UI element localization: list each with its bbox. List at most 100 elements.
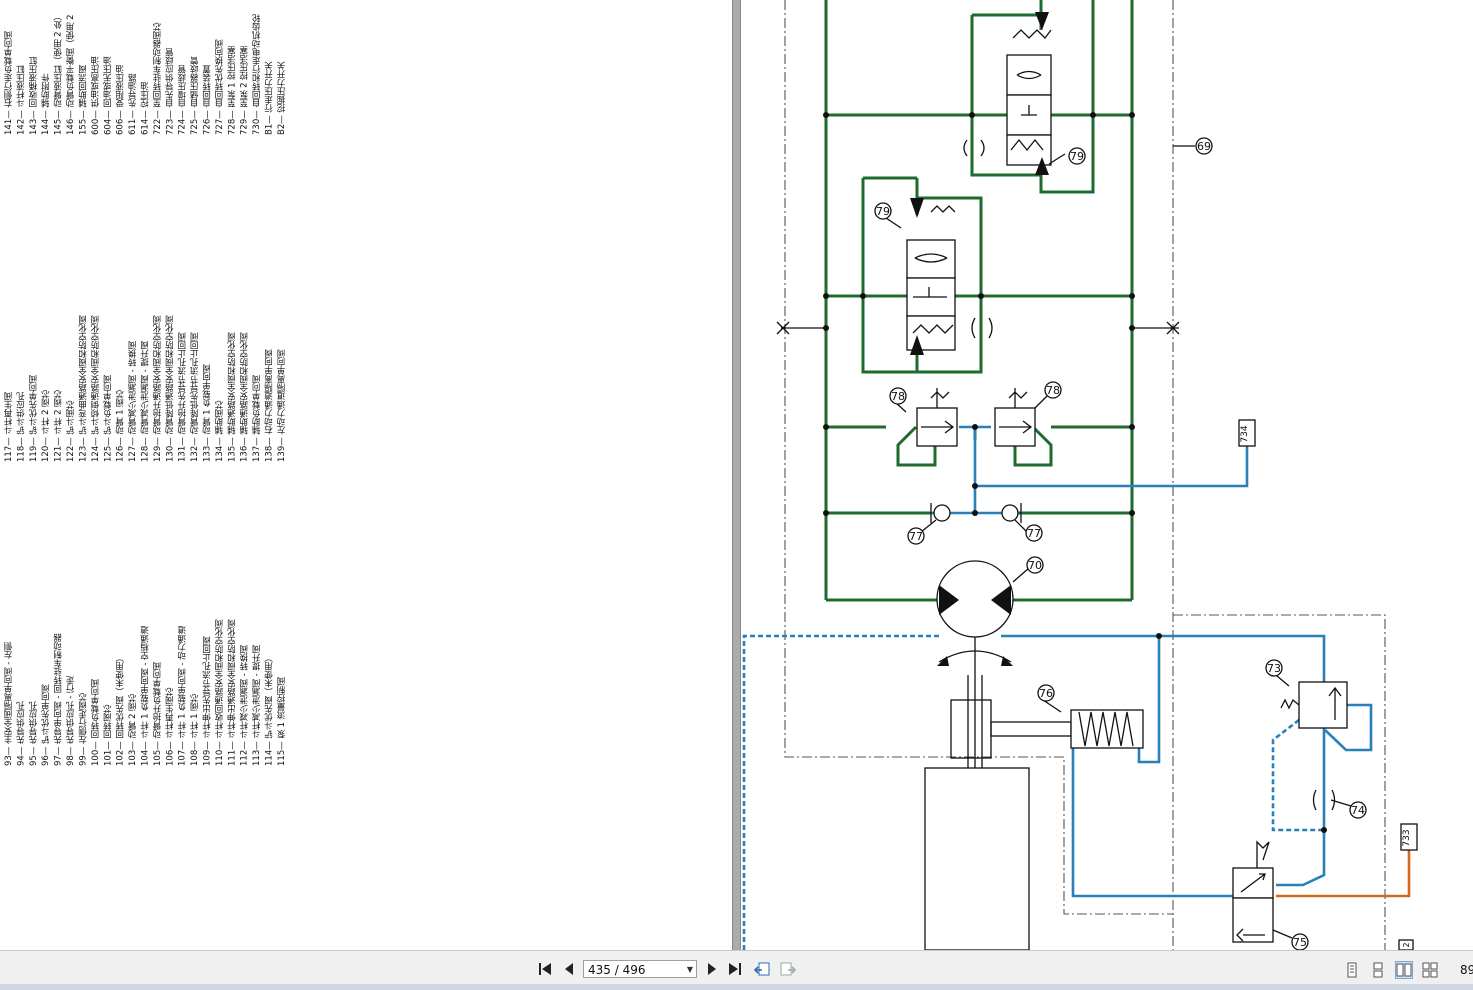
legend-entry: 97— 先导单向阀 - 回转驻车制动器	[53, 633, 64, 767]
legend-entry: 144— 辅助附件	[41, 73, 52, 135]
legend-entry: 102— 回转优先阀（未使用）	[115, 653, 126, 766]
legend-entry: 136— 辅助通路安全阀和防空化阀	[239, 332, 250, 462]
next-page-icon[interactable]	[704, 961, 720, 977]
previous-page-icon[interactable]	[561, 961, 577, 977]
legend-entry: 143— 回收桶液压缸	[28, 56, 39, 135]
legend-entry: 111— 斗杆伸出通路安全阀和防空化阀	[227, 619, 238, 766]
legend-entry: 100— 回转负载单向阀	[90, 679, 101, 766]
last-page-icon[interactable]	[727, 961, 743, 977]
hydraulic-line-green	[1013, 425, 1053, 467]
legend-entry: 98— 先导供应孔 - 行走	[66, 676, 77, 766]
legend-entry: B2— 挖掘压力开关	[276, 61, 287, 135]
legend-entry: 142— 斗杆液压缸	[16, 65, 27, 135]
svg-text:78: 78	[1046, 384, 1060, 397]
legend-entry: 120— 斗杆 2 阀芯	[41, 389, 52, 462]
label-2: 2	[1402, 942, 1411, 947]
valve-78-left	[916, 388, 958, 447]
legend-entry: 115— 泵 1 流量控制阀	[276, 676, 287, 766]
legend-entry: 119— 铲斗优先单向阀	[28, 375, 39, 462]
svg-text:77: 77	[1027, 527, 1041, 540]
legend-entry: 139— 左动力通道隔离单向阀	[276, 349, 287, 462]
legend-entry: 112— 斗杆减少泄漏阀 - 转换阀	[239, 645, 250, 766]
first-page-icon[interactable]	[537, 961, 553, 977]
continuous-view-icon[interactable]	[1370, 962, 1386, 978]
hydraulic-line-green	[970, 0, 1095, 194]
legend-entry: 728— 至泵 1 控压活塞	[227, 45, 238, 135]
label-77-left: 77	[907, 527, 925, 545]
junction-dots	[823, 112, 1327, 833]
legend-entry: 118— 铲斗供应孔	[16, 392, 27, 462]
pump-70	[936, 560, 1014, 770]
page-number-select[interactable]: 435 / 496 ▼	[583, 960, 697, 978]
side-connector	[776, 321, 826, 335]
svg-text:78: 78	[891, 390, 905, 403]
legend-entry: 611— 先导油路	[128, 73, 139, 135]
two-page-continuous-view-icon[interactable]	[1422, 962, 1438, 978]
chevron-down-icon[interactable]: ▼	[686, 965, 693, 974]
legend-entry: 141— 右侧行走负载单向阀	[4, 31, 14, 135]
svg-text:79: 79	[876, 205, 890, 218]
taskbar-strip	[0, 984, 1473, 990]
legend-entry: 135— 辅助通路安全阀和防空化阀	[227, 332, 238, 462]
legend-entry: 105— 动臂抬升负载单向阀	[152, 662, 163, 766]
connector-box-734	[1238, 419, 1256, 447]
legend-entry: 729— 至泵 2 控压活塞	[239, 45, 250, 135]
hydraulic-line-blue	[1271, 718, 1324, 832]
valve-75	[1232, 840, 1274, 943]
actuator-76	[950, 699, 1144, 759]
legend-entry: 727— 自回转优先换向阀	[214, 39, 225, 135]
legend-entry: B1— 行走压力开关	[264, 61, 275, 135]
legend-entry: 126— 动臂 1 阀芯	[115, 389, 126, 462]
legend-entry: 138— 右动力通道隔离单向阀	[264, 349, 275, 462]
zoom-level: 89	[1460, 963, 1473, 977]
legend-entry: 145— 动臂液压缸（使用 2 处）	[53, 11, 64, 135]
check-valve-77-right	[1001, 503, 1022, 523]
label-76: 76	[1037, 684, 1055, 702]
orifice-74	[1312, 789, 1336, 811]
previous-view-icon[interactable]	[754, 961, 770, 977]
document-page-right: .g{stroke:#1e6b2e;stroke-width:3;fill:no…	[740, 0, 1473, 951]
legend-entry: 121— 斗杆 2 阀芯	[53, 389, 64, 462]
svg-text:74: 74	[1351, 804, 1365, 817]
legend-entry: 132— 动臂降低先导节流孔止回阀	[190, 332, 201, 462]
legend-entry: 146— 动臂负载平衡阀（使用 2	[66, 14, 77, 135]
legend-entry: 124— 铲斗倾倒通路安全阀和防空化阀	[90, 315, 101, 462]
hydraulic-schematic: .g{stroke:#1e6b2e;stroke-width:3;fill:no…	[742, 0, 1418, 951]
single-page-view-icon[interactable]	[1344, 962, 1360, 978]
legend-entry: 110— 斗杆收回通路安全阀和防空化阀	[214, 619, 225, 766]
legend-entry: 726— 自回转装置	[202, 65, 213, 135]
label-69: 69	[1195, 137, 1213, 155]
hydraulic-line-green	[896, 425, 937, 467]
next-view-icon[interactable]	[780, 961, 796, 977]
label-77-right: 77	[1025, 524, 1043, 542]
svg-text:77: 77	[909, 530, 923, 543]
legend-entry: 722— 至回转驻车制动器阀芯	[152, 22, 163, 135]
legend-entry: 127— 动臂减少泄漏阀 - 转换阀	[128, 341, 139, 462]
legend-entry: 123— 铲斗弯曲通路安全阀和防空化阀	[78, 315, 89, 462]
svg-text:79: 79	[1070, 150, 1084, 163]
legend-entry: 94— 先导供应孔	[16, 701, 27, 766]
label-74: 74	[1349, 801, 1367, 819]
legend-entry: 114— 铲斗优先阀（未使用）	[264, 653, 275, 766]
legend-entry: 103— 动臂 2 阀芯	[128, 693, 139, 766]
legend-entry: 96— 铲斗优先单向阀	[41, 684, 52, 766]
legend-entry: 108— 斗杆 1 阀芯	[190, 693, 201, 766]
label-79-upper: 79	[1068, 147, 1086, 165]
valve-79-upper	[963, 12, 1052, 175]
svg-text:76: 76	[1039, 687, 1053, 700]
label-79-lower: 79	[874, 202, 892, 220]
legend-entry: 137— 辅助负载单向阀	[252, 375, 263, 462]
legend-entry: 95— 先导供应孔	[28, 701, 39, 766]
connector-box-733	[1400, 823, 1418, 851]
legend-entry: 724— 自增压歧管	[177, 65, 188, 135]
label-75: 75	[1291, 933, 1309, 951]
legend-entry: 106— 斗杆再生阀芯	[165, 687, 176, 766]
label-70: 70	[1026, 556, 1044, 574]
two-page-view-icon[interactable]	[1395, 961, 1413, 979]
legend-entry: 730— 自回转和行走电动机齿轮	[252, 14, 263, 135]
label-leader	[885, 145, 1352, 939]
legend-entry: 600— 供油或高压油	[90, 56, 101, 135]
